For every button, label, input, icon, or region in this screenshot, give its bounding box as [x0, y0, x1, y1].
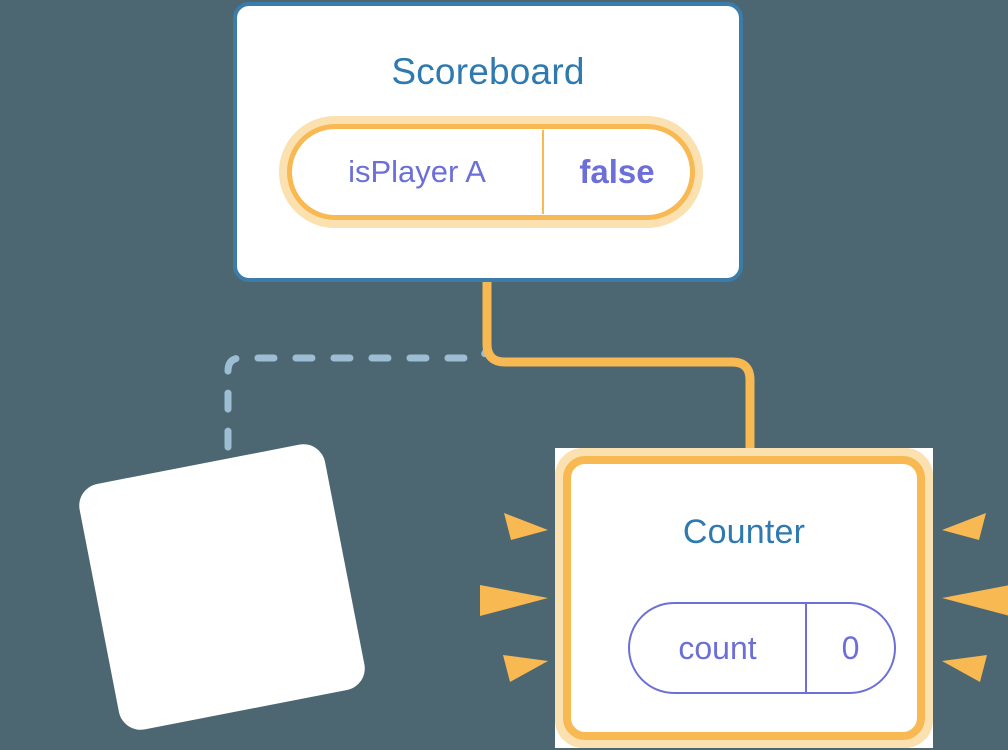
counter-state-key: count [678, 629, 757, 666]
counter-state-value: 0 [841, 629, 860, 666]
connector-dashed-scoreboard-to-card [224, 296, 491, 472]
counter-pill-divider [805, 604, 807, 692]
connector-solid-scoreboard-to-counter [482, 276, 755, 457]
scoreboard-state-key: isPlayer A [348, 154, 486, 189]
blank-component-card[interactable] [75, 440, 369, 734]
counter-component[interactable]: Counter count 0 [555, 448, 933, 748]
counter-body: Counter count 0 [563, 456, 925, 740]
counter-burst-rays-right [942, 513, 1008, 682]
scoreboard-state-value: false [579, 153, 655, 190]
counter-burst-rays-left [480, 513, 548, 682]
counter-state-pill[interactable]: count 0 [628, 602, 896, 694]
counter-title: Counter [682, 513, 806, 551]
scoreboard-component[interactable]: Scoreboard isPlayer A false [233, 2, 743, 282]
scoreboard-title: Scoreboard [391, 51, 585, 92]
scoreboard-state-pill[interactable]: isPlayer A false [279, 116, 703, 228]
scoreboard-pill-body: isPlayer A false [287, 124, 695, 220]
scoreboard-pill-divider [542, 130, 544, 214]
